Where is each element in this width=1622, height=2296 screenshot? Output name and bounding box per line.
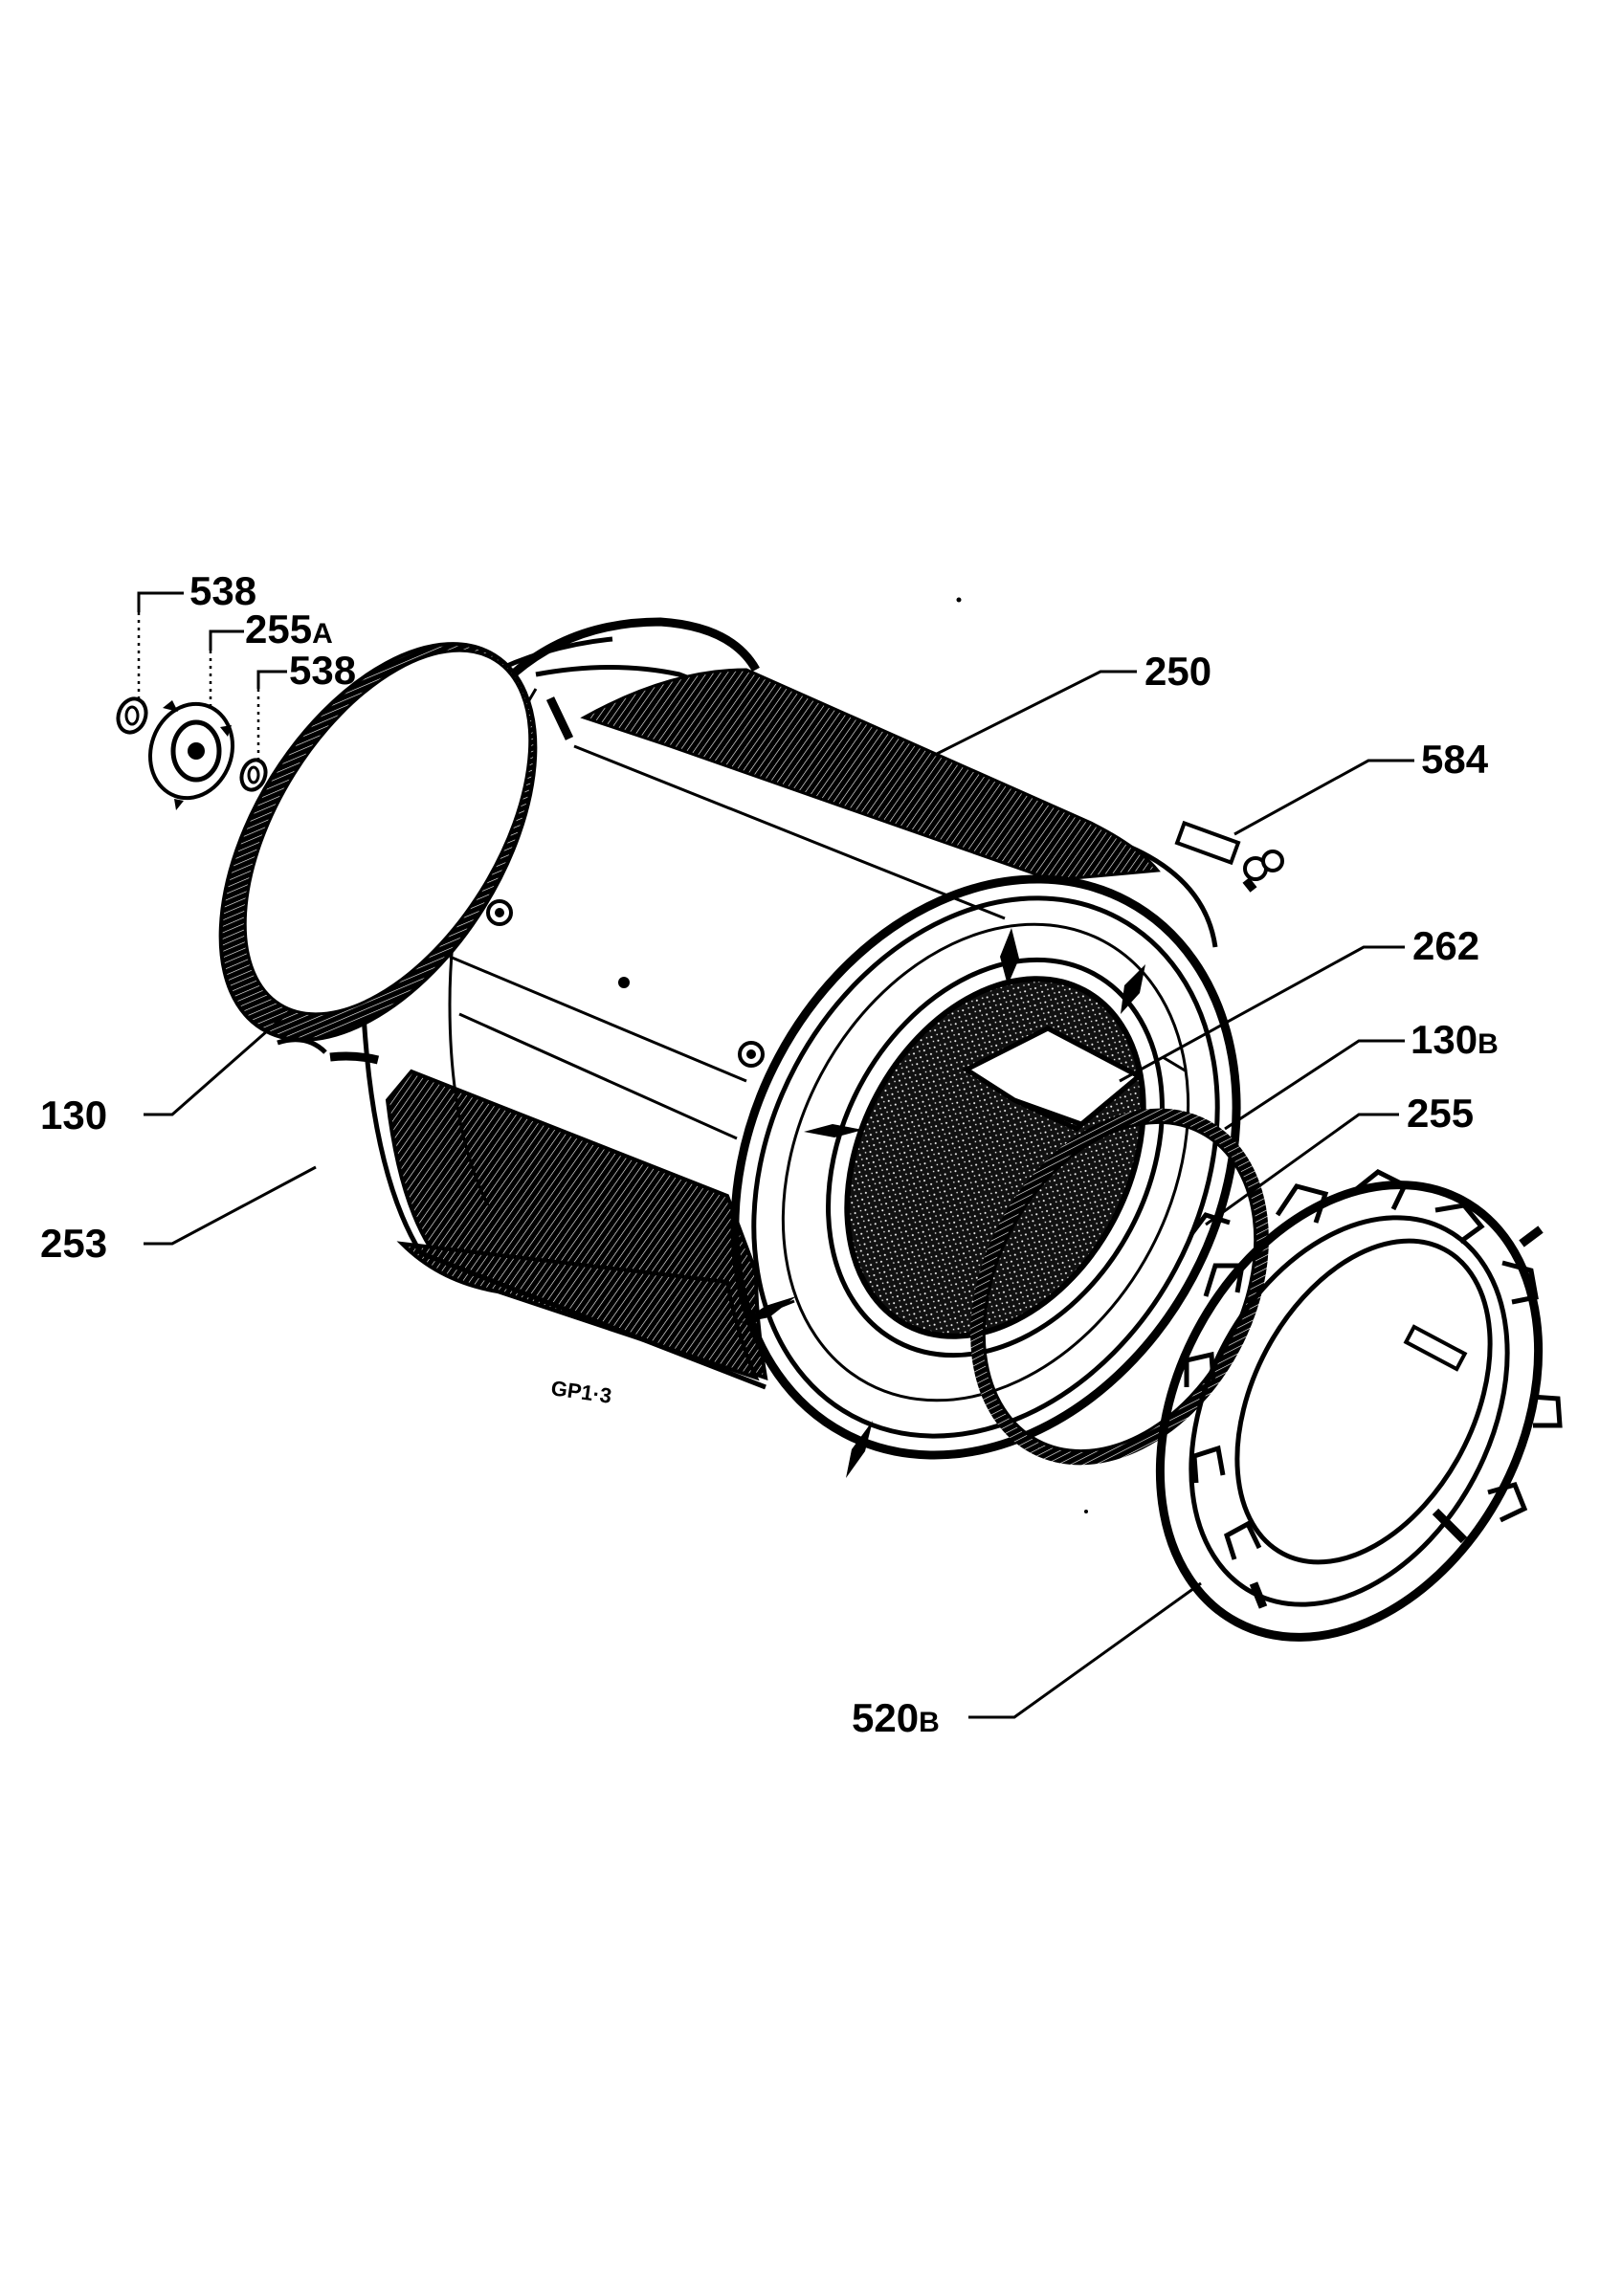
- part-labels: 538 255A 538 250 584 262 130B 255 130 25…: [40, 568, 1499, 1740]
- part-255: [1189, 1212, 1231, 1236]
- front-clamp-520b: [1155, 1169, 1563, 1642]
- leader-lines: [137, 591, 1414, 1719]
- speck: [1084, 1510, 1088, 1513]
- bearing-flange-255a: [147, 700, 235, 810]
- label-255a: 255A: [245, 607, 333, 651]
- speck: [956, 597, 962, 603]
- drum-250: [329, 617, 1218, 1390]
- label-250: 250: [1144, 649, 1211, 694]
- label-538-bottom: 538: [289, 648, 356, 693]
- label-253: 253: [40, 1221, 107, 1266]
- label-538-top: 538: [189, 568, 256, 613]
- pin-584: [1174, 820, 1284, 893]
- label-584: 584: [1421, 737, 1489, 782]
- label-130: 130: [40, 1093, 107, 1137]
- label-262: 262: [1412, 923, 1479, 968]
- washer-538-left: [116, 696, 148, 735]
- label-130b: 130B: [1411, 1017, 1499, 1062]
- drum-front-face: [730, 874, 1241, 1478]
- label-520b: 520B: [852, 1695, 940, 1740]
- front-seal-130b: [970, 1108, 1269, 1466]
- rear-seal-130: [218, 642, 538, 1054]
- washer-538-right: [239, 758, 268, 792]
- drawing-code: GP1·3: [549, 1376, 612, 1408]
- label-255: 255: [1407, 1091, 1474, 1136]
